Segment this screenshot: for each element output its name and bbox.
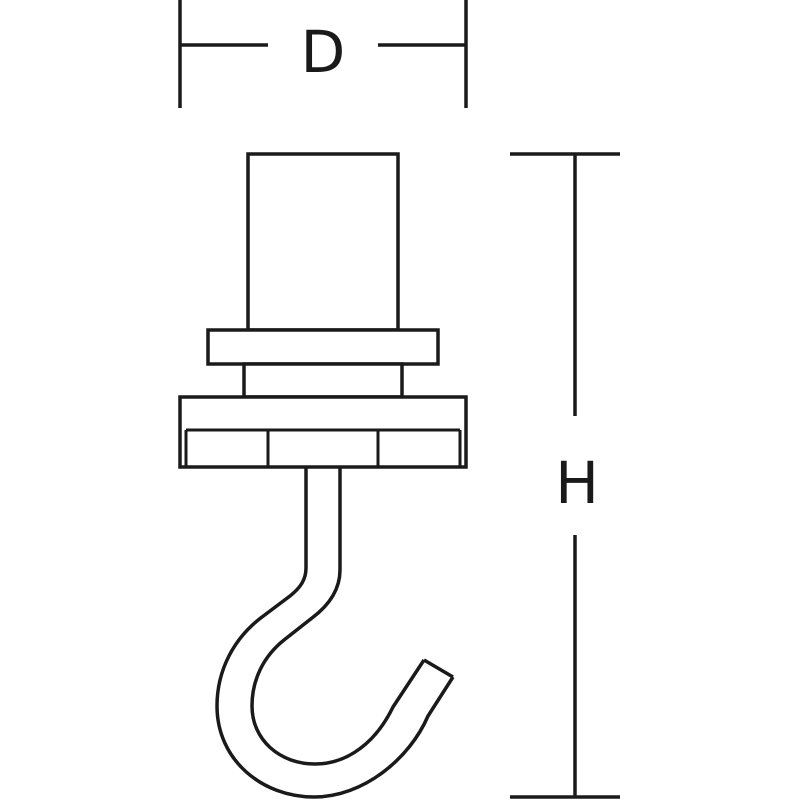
hook-wire-outer-edge xyxy=(215,467,455,799)
hook-wire-inner-edge xyxy=(250,467,426,766)
width-dimension xyxy=(178,0,468,108)
width-dimension-label: D xyxy=(301,18,346,86)
hook-body xyxy=(178,152,468,469)
height-dimension xyxy=(510,152,620,799)
top-cylinder xyxy=(246,152,400,332)
hook-wire xyxy=(215,467,455,799)
base-details xyxy=(184,428,462,467)
upper-collar xyxy=(206,328,440,366)
base-plate xyxy=(178,395,468,469)
hook-wire-tip xyxy=(423,658,454,679)
height-dimension-label: H xyxy=(555,449,599,517)
neck xyxy=(242,362,404,399)
